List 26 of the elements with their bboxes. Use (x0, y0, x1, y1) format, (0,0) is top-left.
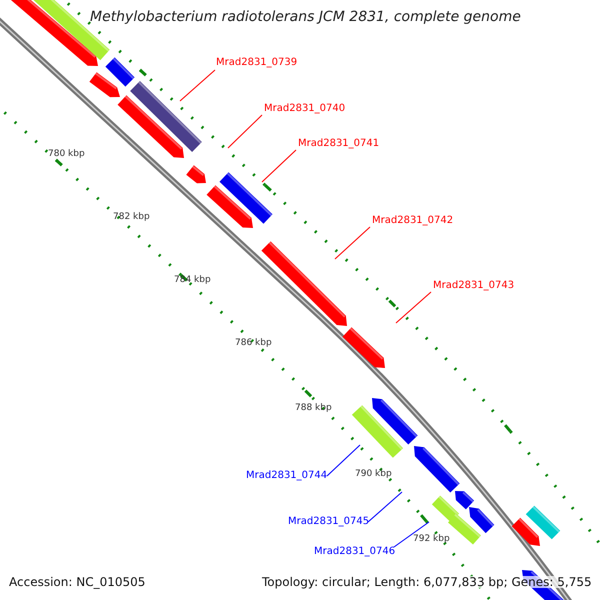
leader-line (180, 70, 216, 102)
gene-label: Mrad2831_0741 (298, 139, 380, 149)
gene-label: Mrad2831_0742 (372, 216, 454, 226)
tick-label: 790 kbp (355, 470, 392, 479)
gene-label: Mrad2831_0740 (264, 104, 346, 114)
tick-label: 782 kbp (113, 213, 150, 222)
tick-label: 792 kbp (413, 535, 450, 544)
accession-text: Accession: NC_010505 (9, 576, 146, 588)
genome-info-text: Topology: circular; Length: 6,077,833 bp; Genes: 5,755 (262, 576, 592, 588)
leader-line (228, 114, 262, 148)
gene-label: Mrad2831_0745 (288, 517, 370, 527)
leader-line (394, 522, 430, 548)
leader-line (262, 150, 296, 182)
gene-label: Mrad2831_0744 (246, 471, 328, 481)
tick-label: 788 kbp (295, 404, 332, 413)
gene-label: Mrad2831_0743 (433, 281, 514, 291)
leader-line (334, 226, 370, 260)
leader-line (396, 292, 432, 324)
leader-line (326, 444, 360, 476)
tick-label: 784 kbp (174, 276, 211, 285)
leader-line (368, 492, 402, 522)
tick-label: 780 kbp (48, 150, 85, 159)
tick-label: 786 kbp (235, 339, 272, 348)
diagram-title: Methylobacterium radiotolerans JCM 2831, complete genome (90, 10, 521, 24)
gene-label: Mrad2831_0739 (216, 58, 298, 68)
gene-label: Mrad2831_0746 (314, 547, 396, 557)
